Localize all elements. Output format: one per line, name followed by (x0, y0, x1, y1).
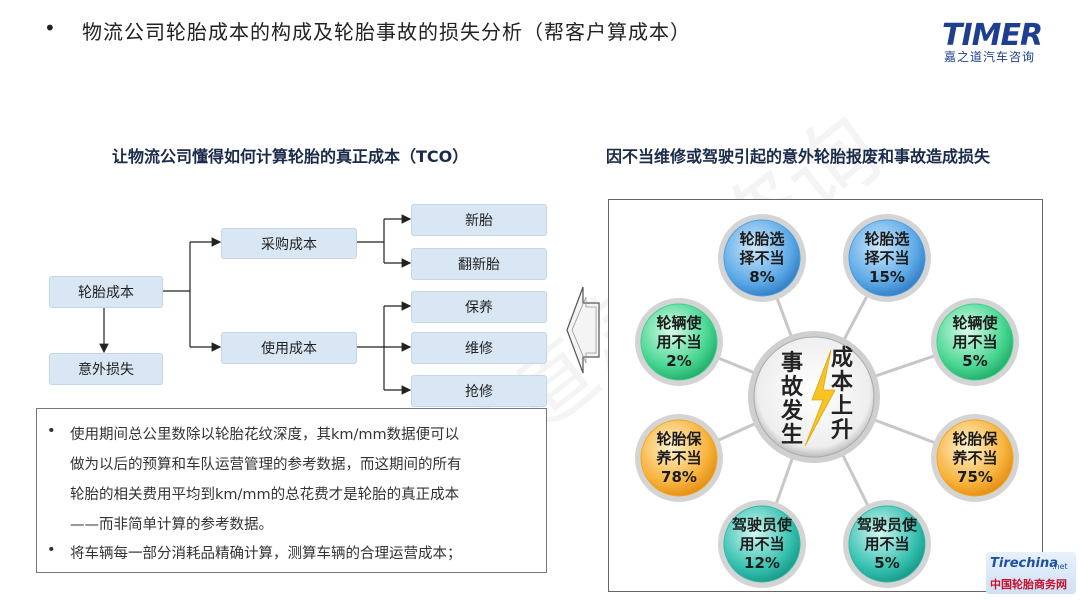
center-right-char: 升 (831, 418, 853, 443)
cause-percentage: 15% (869, 268, 905, 286)
node-use-cost: 使用成本 (221, 332, 357, 364)
right-section-title: 因不当维修或驾驶引起的意外轮胎报废和事故造成损失 (606, 147, 991, 166)
cause-circle-fill (848, 219, 926, 297)
note-line: 使用期间总公里数除以轮胎花纹深度，其km/mm数据便可以 (70, 427, 460, 443)
cause-label: 用不当 (864, 535, 909, 553)
note-line: 轮胎的相关费用平均到km/mm的总花费才是轮胎的真正成本 (70, 487, 460, 503)
lightning-icon (804, 349, 836, 447)
center-right-char: 成 (831, 346, 853, 371)
title-bullet: • (44, 16, 56, 40)
footer-site-name: 中国轮胎商务网 (990, 578, 1067, 591)
center-left-char: 发 (780, 398, 804, 424)
cause-label: 轮胎选 (864, 230, 909, 248)
logo-subtitle: 嘉之道汽车咨询 (944, 50, 1036, 64)
cause-label: 择不当 (739, 249, 784, 267)
logo-wordmark: TIMER (942, 18, 1043, 53)
cause-label: 养不当 (655, 449, 701, 467)
footer-brand-suffix: .net (1052, 562, 1068, 571)
cause-circle-fill (723, 505, 801, 583)
note-line: 做为以后的预算和车队运营管理的参考数据，而这期间的所有 (70, 457, 462, 473)
node-repair: 维修 (411, 332, 547, 364)
cause-circle-fill (640, 303, 718, 381)
left-arrow-icon (566, 286, 600, 374)
center-left-char: 事 (781, 350, 803, 376)
cause-percentage: 2% (666, 352, 691, 370)
center-left-char: 故 (781, 374, 804, 400)
cause-circle-fill (640, 419, 718, 497)
cause-percentage: 8% (749, 268, 774, 286)
cause-percentage: 75% (957, 468, 993, 486)
node-maintenance: 保养 (411, 291, 547, 323)
cause-label: 用不当 (656, 333, 701, 351)
footer-brand: Tirechina (990, 556, 1058, 571)
cause-percentage: 5% (874, 554, 899, 572)
cause-label: 轮辆使 (952, 314, 998, 332)
node-emergency-repair: 抢修 (411, 375, 547, 407)
cause-circle-fill (936, 419, 1014, 497)
node-accident-loss: 意外损失 (49, 353, 163, 385)
left-section-title: 让物流公司懂得如何计算轮胎的真正成本（TCO） (112, 147, 469, 166)
node-retread: 翻新胎 (411, 248, 547, 280)
node-purchase-cost: 采购成本 (221, 228, 357, 259)
cause-circles: 轮胎选择不当8%轮胎选择不当15%轮辆使用不当2%轮辆使用不当5%轮胎保养不当7… (635, 214, 1019, 588)
footer-brand-logo: Tirechina .net 中国轮胎商务网 (986, 552, 1076, 594)
cause-percentage: 5% (962, 352, 987, 370)
cause-label: 驾驶员使 (732, 516, 793, 534)
cause-label: 养不当 (951, 449, 997, 467)
node-tire-cost: 轮胎成本 (49, 276, 163, 308)
center-right-char: 本 (831, 370, 853, 395)
node-new-tire: 新胎 (411, 204, 547, 236)
tree-connectors (99, 214, 412, 395)
note-bullet: • (47, 542, 56, 558)
center-hub: 事 故 发 生 成 本 上 升 (748, 331, 880, 463)
company-logo: TIMER 嘉之道汽车咨询 (942, 18, 1060, 64)
center-right-char: 上 (831, 394, 853, 419)
page-title: 物流公司轮胎成本的构成及轮胎事故的损失分析（帮客户算成本） (82, 20, 691, 44)
cause-label: 轮胎选 (739, 230, 784, 248)
cause-percentage: 12% (744, 554, 780, 572)
cause-circle-fill (723, 219, 801, 297)
cause-percentage: 78% (661, 468, 697, 486)
notes-box: • 使用期间总公里数除以轮胎花纹深度，其km/mm数据便可以 做为以后的预算和车… (36, 408, 547, 573)
cause-label: 择不当 (864, 249, 909, 267)
cause-label: 用不当 (952, 333, 997, 351)
cause-label: 驾驶员使 (857, 516, 918, 534)
cause-label: 轮辆使 (656, 314, 702, 332)
note-line: 将车辆每一部分消耗品精确计算，测算车辆的合理运营成本； (70, 546, 462, 562)
cause-label: 轮胎保 (656, 430, 702, 448)
cause-label: 用不当 (739, 535, 784, 553)
cause-circle-fill (936, 303, 1014, 381)
center-left-char: 生 (781, 423, 803, 448)
cause-label: 轮胎保 (952, 430, 998, 448)
note-line: ——而非简单计算的参考数据。 (70, 517, 273, 533)
note-bullet: • (47, 423, 56, 439)
cause-circle-fill (848, 505, 926, 583)
accident-radial-diagram: 事 故 发 生 成 本 上 升 轮胎选择不当8%轮胎选择不当15%轮辆使用不当2… (635, 214, 1019, 588)
